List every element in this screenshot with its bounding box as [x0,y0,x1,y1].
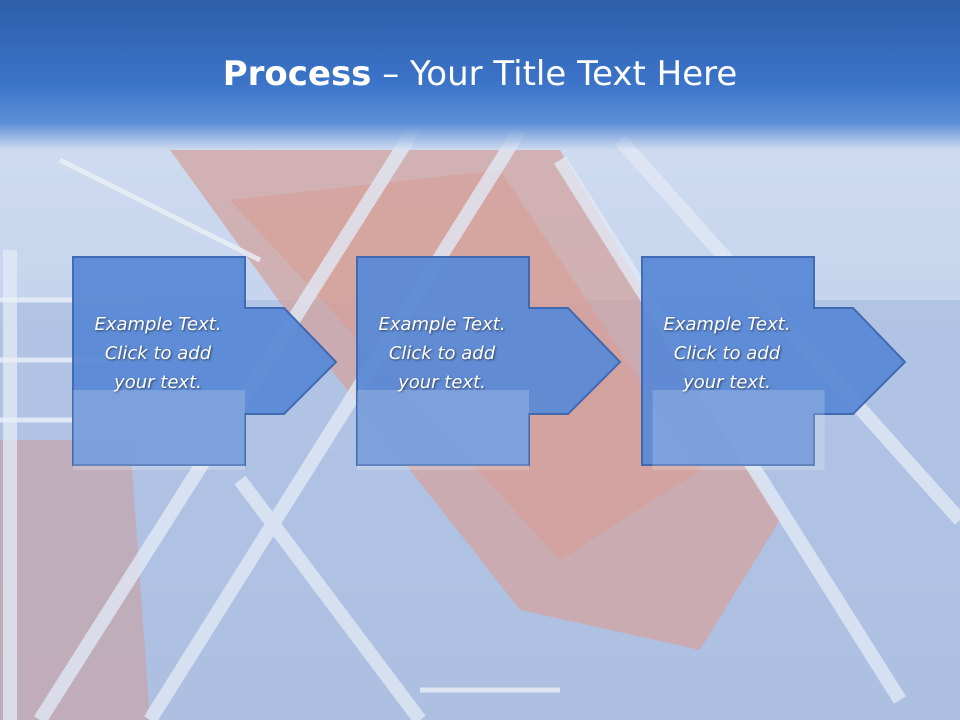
title-bold: Process [222,54,372,94]
arrow-block-shape [356,256,622,466]
step-reflection [357,390,529,470]
step-reflection [73,390,245,470]
process-step-2[interactable]: Example Text. Click to add your text. [356,256,696,468]
title-bar [0,0,960,150]
arrow-block-shape [641,256,907,466]
step-reflection [652,390,825,470]
process-step-3[interactable]: Example Text. Click to add your text. [641,256,960,468]
step-line-2: Click to add [104,343,212,364]
step-line-1: Example Text. [663,314,791,335]
slide-title[interactable]: Process – Your Title Text Here [0,52,960,96]
step-line-2: Click to add [388,343,496,364]
step-line-3: your text. [683,372,771,393]
process-step-1[interactable]: Example Text. Click to add your text. [72,256,412,468]
step-line-1: Example Text. [94,314,222,335]
step-line-3: your text. [398,372,486,393]
step-text[interactable]: Example Text. Click to add your text. [72,310,244,397]
step-text[interactable]: Example Text. Click to add your text. [641,310,813,397]
step-line-1: Example Text. [378,314,506,335]
arrow-block-shape [72,256,338,466]
step-line-2: Click to add [673,343,781,364]
title-rest: – Your Title Text Here [371,54,738,94]
step-line-3: your text. [114,372,202,393]
step-text[interactable]: Example Text. Click to add your text. [356,310,528,397]
